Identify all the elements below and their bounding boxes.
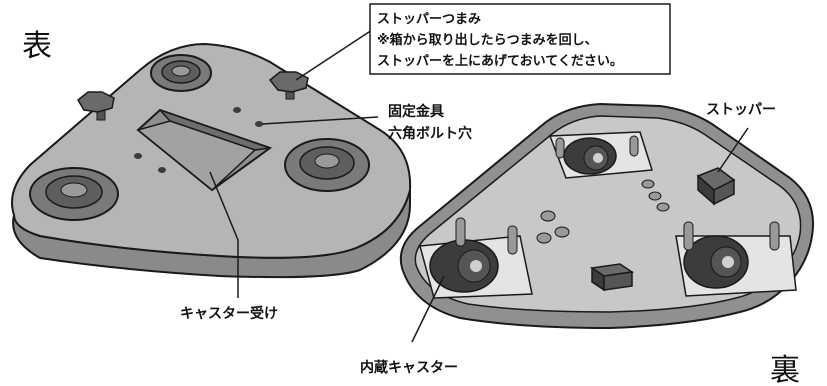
- back-caster-top: [548, 131, 653, 179]
- back-caster-left: [419, 217, 533, 299]
- back-stopper-right: [696, 167, 736, 206]
- stopper-knob-note-1: ※箱から取り出したらつまみを回し、: [377, 32, 598, 48]
- back-view: [399, 102, 814, 330]
- back-stopper-bottom: [589, 263, 635, 292]
- stopper-knob-note-2: ストッパーを上にあげておいてください。: [377, 53, 623, 69]
- front-bolt-holes: [134, 107, 263, 173]
- leader-built-in-caster: [411, 275, 445, 343]
- built-in-caster-label: 内蔵キャスター: [360, 359, 458, 376]
- front-stopper-knob-right: [268, 71, 309, 100]
- stopper-knob-callout-box: [369, 3, 671, 75]
- front-foot-pad-left: [29, 167, 119, 221]
- leader-caster-receiver: [209, 171, 239, 298]
- stopper-knob-title: ストッパーつまみ: [377, 12, 481, 27]
- leader-stopper: [717, 127, 749, 173]
- leader-lines: [209, 29, 749, 343]
- front-foot-pad-top: [150, 54, 212, 92]
- front-view-label: 表: [22, 29, 52, 64]
- stopper-knob-callout: ストッパーつまみ ※箱から取り出したらつまみを回し、 ストッパーを上にあげておい…: [369, 3, 671, 75]
- front-foot-pad-right: [284, 138, 370, 192]
- front-caster-receiver: [136, 108, 273, 192]
- back-view-label: 裏: [770, 353, 800, 386]
- back-bolt-holes: [536, 179, 670, 244]
- leader-stopper-knob: [295, 29, 373, 81]
- leader-bolt-holes: [261, 116, 379, 125]
- back-caster-right: [675, 221, 797, 297]
- stopper-label: ストッパー: [706, 102, 776, 118]
- caster-receiver-label: キャスター受け: [180, 305, 278, 322]
- bolt-holes-label-2: 六角ボルト穴: [388, 125, 472, 142]
- bolt-holes-label-1: 固定金具: [388, 103, 444, 120]
- front-stopper-knob-left: [77, 91, 115, 121]
- front-view: [11, 42, 412, 279]
